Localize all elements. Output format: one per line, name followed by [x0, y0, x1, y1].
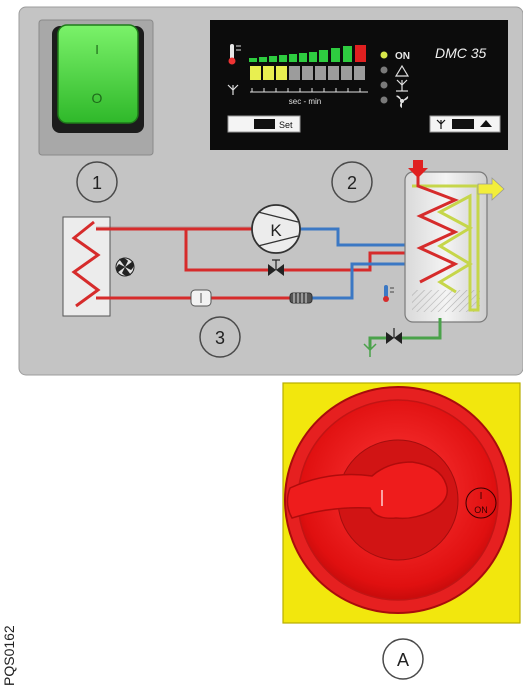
condenser	[62, 216, 111, 317]
on-position-marker: I ON	[465, 487, 497, 519]
model-label: DMC 35	[435, 45, 487, 61]
thermometer-icon	[228, 44, 241, 65]
fan-icon	[115, 257, 135, 277]
callout-3: 3	[199, 316, 241, 358]
svg-text:1: 1	[92, 173, 102, 193]
level-bargraph	[249, 45, 366, 62]
status-led-on	[380, 51, 388, 59]
compressor-label: K	[270, 221, 282, 240]
set-label: Set	[279, 120, 293, 130]
sight-glass	[289, 292, 313, 304]
callout-2: 2	[331, 161, 373, 203]
digit-display	[250, 66, 365, 80]
drain-icon	[396, 79, 408, 92]
fan-small-icon	[396, 95, 409, 108]
compressor: K	[251, 204, 301, 254]
svg-text:ON: ON	[474, 505, 488, 515]
controller-display: sec - min ON DMC 35	[210, 20, 508, 150]
temperature-sensor-icon	[383, 285, 394, 302]
up-button[interactable]	[429, 115, 501, 133]
on-label: ON	[395, 51, 410, 62]
svg-text:3: 3	[215, 328, 225, 348]
drain-valve	[386, 328, 402, 344]
drain-symbol-icon	[363, 343, 377, 357]
hot-line	[96, 227, 418, 300]
status-led-fan	[380, 96, 388, 104]
callout-1: 1	[76, 161, 118, 203]
power-switch[interactable]: I O	[38, 19, 154, 156]
main-isolator-switch[interactable]: I ON	[282, 382, 521, 624]
callout-a: A	[382, 638, 424, 680]
document-code: PQS0162	[1, 625, 17, 686]
switch-on-symbol: I	[95, 42, 99, 57]
evaporator-icon	[227, 84, 239, 95]
expansion-valve	[268, 259, 284, 276]
svg-text:A: A	[397, 650, 409, 670]
time-scale	[250, 88, 368, 93]
set-button[interactable]: Set	[227, 115, 301, 133]
svg-text:2: 2	[347, 173, 357, 193]
filter-dryer	[190, 289, 212, 307]
switch-off-symbol: O	[92, 90, 103, 106]
up-arrow-icon	[480, 120, 492, 127]
storage-tank	[404, 170, 488, 323]
outlet-arrow-icon	[477, 177, 505, 201]
status-led-drain	[380, 81, 388, 89]
status-led-defrost	[380, 66, 388, 74]
svg-text:I: I	[480, 491, 483, 502]
inlet-arrow-icon	[408, 160, 428, 178]
rotary-knob-handle[interactable]	[286, 461, 448, 520]
defrost-icon	[394, 64, 410, 77]
scale-label: sec - min	[289, 97, 321, 106]
